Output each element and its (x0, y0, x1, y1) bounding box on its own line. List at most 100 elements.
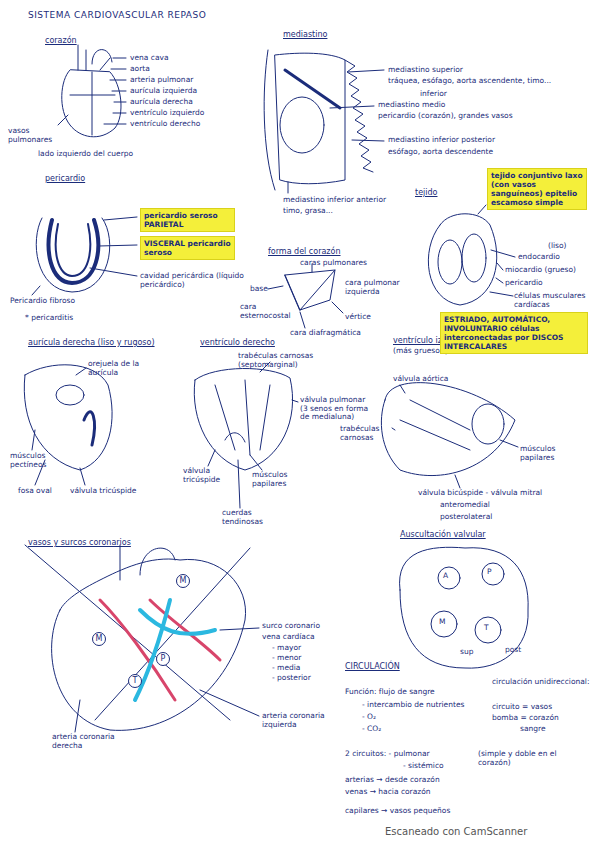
highlight-box: pericardio seroso PARIETAL (140, 208, 235, 232)
note-label: posterolateral (440, 513, 492, 522)
note-label: base (250, 285, 268, 294)
note-label: Escaneado con CamScanner (385, 826, 527, 838)
left-ventricle-sketch (381, 383, 518, 488)
sketch-stroke (120, 545, 175, 580)
note-label: arteria pulmonar (130, 76, 193, 85)
note-label: post (505, 646, 521, 655)
note-label: (simple y doble en el corazón) (478, 750, 588, 767)
circled-letter: P (156, 652, 170, 666)
heart-sketch (58, 45, 126, 137)
note-label: - O₂ (362, 713, 376, 722)
note-label: músculos papilares (252, 471, 312, 488)
note-label: sangre (520, 725, 546, 734)
section-heading: CIRCULACIÓN (345, 662, 400, 671)
note-label: sup (460, 648, 473, 657)
note-label: cavidad pericárdica (líquido pericárdico… (140, 272, 250, 289)
note-label: P (487, 568, 492, 577)
note-label: circuito = vasos (492, 703, 552, 712)
sketch-stroke (475, 617, 501, 643)
sketch-stroke (264, 50, 275, 190)
sketch-stroke (462, 234, 486, 282)
note-label: trabéculas carnosas (340, 425, 390, 442)
sketch-stroke (36, 218, 110, 292)
note-label: venas → hacia corazón (345, 788, 431, 797)
note-label: vasos pulmonares (8, 127, 58, 144)
sketch-stroke (58, 58, 126, 125)
note-label: aorta (130, 65, 150, 74)
highlight-text: ESTRIADO, AUTOMÁTICO, INVOLUNTARIO célul… (444, 315, 584, 351)
sketch-stroke (100, 600, 220, 700)
note-label: inferior (420, 90, 447, 99)
sketch-stroke (400, 547, 529, 668)
sketch-stroke (75, 628, 259, 732)
sketch-stroke (56, 385, 84, 405)
note-label: válvula bicúspide - válvula mitral (418, 489, 542, 498)
valve-plane-sketch (400, 547, 529, 668)
sketch-stroke (280, 97, 324, 153)
note-label: M (439, 618, 445, 627)
note-label: fosa oval (18, 487, 52, 496)
note-label: aurícula izquierda (130, 87, 197, 96)
note-label: - media (272, 664, 300, 673)
sketch-stroke (56, 224, 91, 276)
sketch-stroke (268, 286, 343, 328)
sketch-stroke (194, 368, 292, 470)
note-label: vena cava (130, 54, 169, 63)
note-label: válvula aórtica (393, 375, 448, 384)
note-label: orejuela de la aurícula (88, 360, 158, 377)
note-label: - mayor (272, 644, 301, 653)
sketch-stroke (78, 45, 112, 70)
highlight-box: tejido conjuntivo laxo (con vasos sanguí… (487, 168, 587, 210)
note-label: A (443, 572, 448, 581)
sketch-stroke (392, 385, 518, 488)
sketch-stroke (428, 214, 496, 305)
note-label: pericardio (505, 279, 543, 288)
section-heading: aurícula derecha (liso y rugoso) (28, 338, 155, 347)
mediastinum-sketch (264, 50, 384, 193)
section-heading: vasos y surcos coronarios (28, 538, 131, 547)
note-label: anteromedial (440, 501, 490, 510)
note-label: timo, grasa... (283, 207, 333, 216)
note-label: mediastino inferior anterior (283, 196, 386, 205)
highlight-box: ESTRIADO, AUTOMÁTICO, INVOLUNTARIO célul… (440, 312, 588, 354)
note-label: músculos papilares (520, 445, 580, 462)
note-label: miocardio (grueso) (505, 266, 576, 275)
section-heading: ventrículo derecho (200, 338, 275, 347)
sketch-stroke (438, 240, 462, 284)
note-label: T (484, 624, 489, 633)
note-label: músculos pectíneos (10, 452, 65, 469)
note-label: mediastino superior (388, 66, 463, 75)
note-label: vértice (345, 313, 371, 322)
note-label: - menor (272, 654, 301, 663)
section-heading: tejido (415, 188, 437, 197)
section-heading: Auscultación valvular (400, 530, 486, 539)
note-label: vena cardíaca (262, 633, 315, 642)
note-label: bomba = corazón (492, 714, 559, 723)
sketch-stroke (472, 404, 504, 444)
section-heading: mediastino (283, 30, 327, 39)
sketch-stroke (400, 400, 470, 450)
note-label: esófago, aorta descendente (388, 148, 493, 157)
sketch-stroke (32, 217, 137, 295)
note-label: cara diafragmática (290, 329, 361, 338)
note-label: - intercambio de nutrientes (362, 701, 464, 710)
note-label: - posterior (272, 674, 311, 683)
note-label: - CO₂ (362, 725, 381, 734)
note-label: ventrículo izquierdo (130, 109, 204, 118)
sketch-stroke (25, 545, 250, 720)
note-label: ventrículo derecho (130, 120, 200, 129)
tissue-sketch (428, 205, 515, 305)
sketch-stroke (84, 412, 94, 445)
note-label: circulación unidireccional: (492, 678, 592, 687)
note-label: surco coronario (262, 622, 320, 631)
note-label: cara pulmonar izquierda (345, 279, 415, 296)
note-label: aurícula derecha (130, 98, 193, 107)
circled-letter: M (92, 632, 106, 646)
note-label: válvula tricúspide (183, 467, 238, 484)
note-label: endocardio (518, 253, 560, 262)
page-title: SISTEMA CARDIOVASCULAR REPASO (28, 10, 206, 20)
highlight-text: tejido conjuntivo laxo (con vasos sanguí… (491, 171, 583, 207)
note-label: arteria coronaria derecha (52, 733, 122, 750)
note-label: válvula pulmonar (3 senos en forma de me… (300, 396, 370, 422)
